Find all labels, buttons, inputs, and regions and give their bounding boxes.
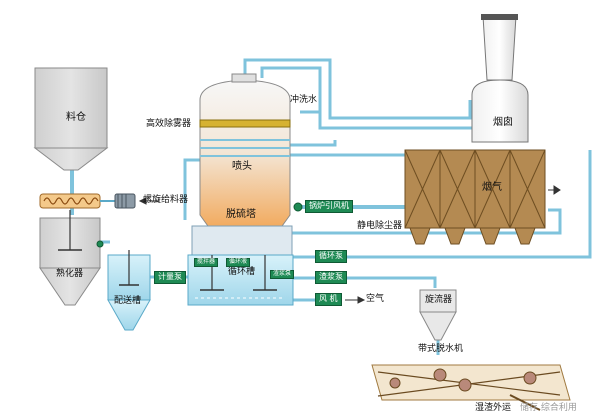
tag-circ-pump: 循环泵 [315,250,347,263]
label-cyclone: 旋流器 [425,295,453,305]
tag-blower: 风 机 [315,293,342,306]
pipe-circ-return [345,150,592,259]
silo [33,67,109,171]
label-slaker: 熟化器 [56,269,84,279]
screw-feeder [39,193,136,209]
pipe-top-inner [260,66,480,130]
tag-boiler-fan: 锅炉引风机 [305,200,353,213]
slaker-vessel [39,210,101,306]
transfer-tank [107,250,151,331]
label-chimney: 烟囱 [493,117,513,128]
arrows [138,185,561,304]
tag-slurry-pump: 渣浆泵 [315,271,347,284]
chimney [471,14,529,143]
esp-unit [404,149,546,245]
label-demister: 高效除雾器 [146,119,192,129]
label-spray-head: 喷头 [232,161,252,172]
label-absorber: 脱硫塔 [226,209,256,220]
label-wash-water: 冲洗水 [290,95,318,105]
belt-filter [371,364,571,411]
tag-agitator: 搅拌器 [194,258,219,267]
tag-metering-pump: 计量泵 [154,271,186,284]
pipe-feed-up [183,158,200,220]
pipe-slurry-cyclone [345,276,437,288]
cyclone [419,289,457,341]
tag-slurry-out: 渣浆泵 [270,270,295,279]
label-silo: 料仓 [66,112,86,123]
label-screw-feeder: 螺旋给料器 [143,195,189,205]
pump-symbols [96,202,303,248]
label-transfer-tank: 配送槽 [114,296,142,306]
label-flue-gas: 烟气 [482,182,502,193]
label-slag-out: 湿渣外运 [475,403,512,413]
pipe-top-to-chimney [243,58,472,120]
label-esp: 静电除尘器 [357,221,403,231]
pipe-spray-1 [285,140,337,147]
label-circ-tank: 循环槽 [228,267,256,277]
watermark: 储存 综合利用 [520,403,577,413]
label-belt-filter: 带式脱水机 [418,344,464,354]
tag-circ-liquid: 循环液 [226,258,251,267]
label-air: 空气 [366,294,385,304]
